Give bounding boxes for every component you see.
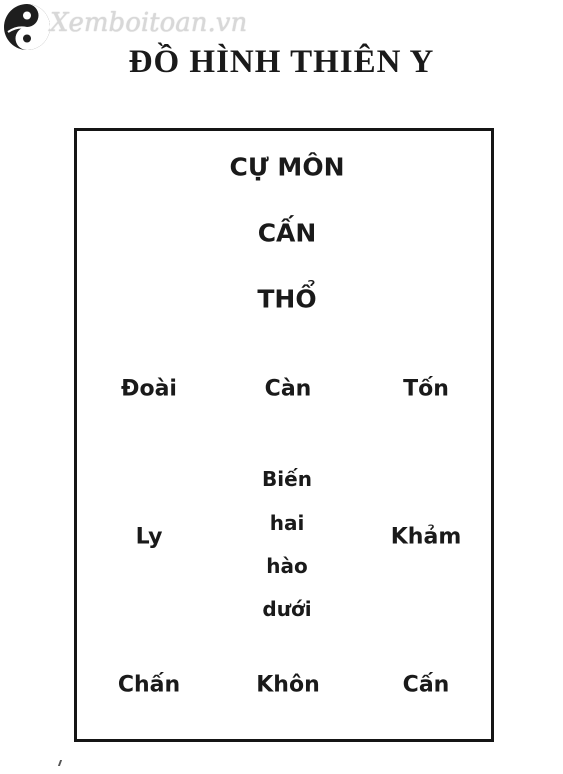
center-line-2: hai xyxy=(269,511,305,535)
star-label: CỰ MÔN xyxy=(229,152,345,182)
center-line-1: Biến xyxy=(262,467,312,491)
trigram-bottom-left: Chấn xyxy=(117,672,181,698)
center-line-3: hào xyxy=(266,554,308,578)
center-line-4: dưới xyxy=(262,597,312,621)
trigram-middle-right: Khảm xyxy=(390,524,462,550)
trigram-bottom-right: Cấn xyxy=(402,672,450,698)
trigram-bottom-center: Khôn xyxy=(256,672,320,698)
trigram-top-center: Càn xyxy=(264,376,312,402)
trigram-top-left: Đoài xyxy=(121,376,177,402)
scan-mark xyxy=(57,760,63,766)
trigram-middle-left: Ly xyxy=(135,524,163,550)
palace-label: CẤN xyxy=(257,218,317,248)
yin-yang-icon xyxy=(4,4,50,50)
page-title: ĐỒ HÌNH THIÊN Y xyxy=(128,44,435,80)
diagram-frame: CỰ MÔN CẤN THỔ Đoài Càn Tốn Ly Biến hai … xyxy=(74,128,494,742)
element-label: THỔ xyxy=(257,284,317,314)
watermark-text: Xemboitoan.vn xyxy=(50,8,248,38)
watermark: Xemboitoan.vn xyxy=(0,0,260,56)
trigram-top-right: Tốn xyxy=(403,376,449,402)
